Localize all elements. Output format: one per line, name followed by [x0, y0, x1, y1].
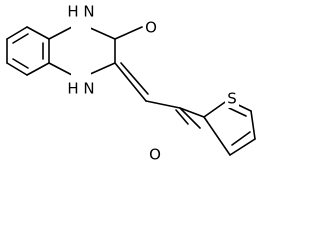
atom-label-nh-top: H N [67, 3, 95, 31]
svg-text:O: O [145, 19, 157, 37]
pyrazinone-ring [48, 26, 116, 76]
side-chain [114, 62, 205, 129]
atom-label-sulfur: S [225, 90, 239, 108]
svg-text:O: O [149, 146, 161, 164]
atom-label-oxygen-ketone: O [148, 146, 163, 164]
benzene-ring [6, 26, 50, 76]
svg-text:S: S [227, 90, 237, 108]
atom-label-oxygen-ring: O [144, 19, 159, 37]
atom-label-nh-bottom: H N [67, 70, 95, 98]
chemical-structure-diagram: H N H N O O S [6, 2, 256, 164]
svg-text:H N: H N [67, 80, 94, 98]
thiophene-ring [203, 99, 256, 156]
svg-text:H N: H N [67, 3, 94, 21]
ring-carbonyl-bond [114, 26, 143, 40]
